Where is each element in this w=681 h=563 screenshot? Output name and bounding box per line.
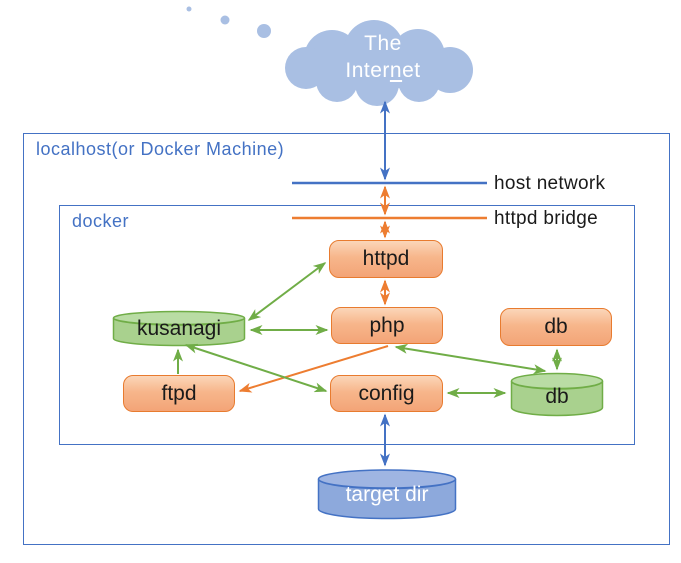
kusanagi-cylinder-shape [112, 310, 246, 347]
node-kusanagi-label: kusanagi [136, 317, 222, 340]
node-db-volume-label: db [545, 385, 569, 408]
host-network-label: host network [494, 173, 606, 194]
httpd-bridge-label: httpd bridge [494, 208, 598, 229]
node-db-container-label: db [544, 315, 568, 338]
cloud-label-line1: The [364, 32, 402, 55]
node-db-volume: db [510, 372, 604, 417]
node-php: php [331, 307, 443, 344]
node-target-dir-label: target dir [345, 483, 429, 506]
docker-box: docker [59, 205, 635, 445]
node-ftpd: ftpd [123, 375, 235, 412]
internet-cloud-label: The Internet [293, 30, 473, 84]
cloud-label-line2-pre: Inter [345, 59, 390, 82]
arrow-php-dbvolume [394, 343, 547, 375]
node-config: config [330, 375, 443, 412]
docker-box-label: docker [72, 211, 130, 231]
target-dir-cylinder-shape [317, 469, 457, 520]
node-kusanagi: kusanagi [112, 310, 246, 347]
node-php-label: php [369, 313, 405, 337]
cloud-tail-dot-large [257, 24, 271, 38]
node-config-label: config [358, 381, 415, 405]
cloud-tail-dot-small [186, 6, 192, 12]
cloud-label-line2-post: et [402, 59, 421, 82]
node-httpd: httpd [329, 240, 443, 278]
localhost-box: localhost(or Docker Machine) [23, 133, 670, 545]
node-target-dir: target dir [317, 468, 457, 520]
arrow-kusanagi-config [184, 343, 328, 393]
cloud-label-line2-underlined: n [389, 59, 403, 82]
cloud-tail-dot-medium [220, 15, 230, 25]
node-httpd-label: httpd [362, 247, 410, 270]
db-volume-cylinder-shape [510, 372, 604, 417]
node-db-container: db [500, 308, 612, 346]
arrow-kusanagi-httpd [247, 262, 327, 321]
arrow-php-ftpd [238, 345, 389, 393]
localhost-box-label: localhost(or Docker Machine) [36, 139, 285, 159]
